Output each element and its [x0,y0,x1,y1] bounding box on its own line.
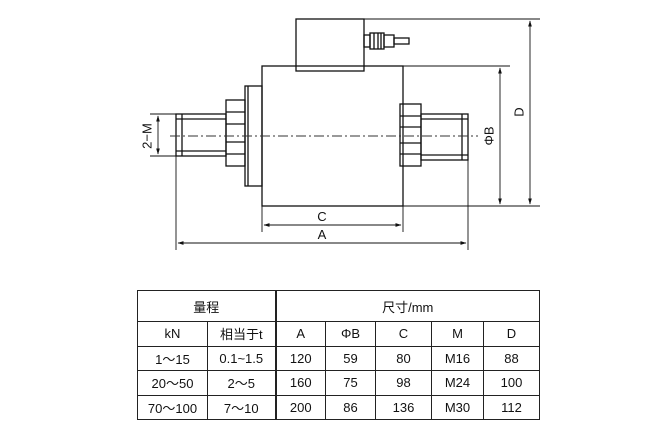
table-cell: 59 [325,345,376,371]
load-cell-drawing: 2−M ΦB D C A [139,18,540,250]
table-cell: 88 [483,345,540,371]
header-range: 量程 [137,290,276,322]
cable-connector [363,32,410,50]
dim-label-a: A [318,227,327,242]
table-cell: M24 [431,370,484,396]
table-cell: 70～100 [137,394,208,420]
junction-box [295,18,365,72]
table-cell: 0.1~1.5 [207,345,276,371]
dim-label-c: C [317,209,326,224]
left-nut [225,99,246,167]
table-cell: 80 [375,345,432,371]
table-column-header: kN 相当于t A ΦB C M D [137,321,540,347]
header-size: 尺寸/mm [274,290,540,322]
column-header: A [274,321,326,347]
table-cell: M16 [431,345,484,371]
table-cell: 160 [274,370,326,396]
table-cell: 20～50 [137,370,208,396]
table-cell: 7～10 [207,394,276,420]
sensor-body [175,18,469,207]
table-cell: 136 [375,394,432,420]
table-cell: M30 [431,394,484,420]
table-row: 20～50 2～5 160 75 98 M24 100 [137,370,540,396]
column-header: kN [137,321,208,347]
table-cell: 2～5 [207,370,276,396]
table-cell: 200 [274,394,326,420]
table-cell: 86 [325,394,376,420]
dim-label-m: 2−M [139,123,154,149]
column-header: D [483,321,540,347]
column-header: 相当于t [207,321,276,347]
left-stud [175,113,227,157]
right-stud [420,113,469,161]
table-cell: 112 [483,394,540,420]
spec-table: 量程 尺寸/mm kN 相当于t A ΦB C M D 1～15 0.1~1.5… [137,290,540,420]
table-cell: 75 [325,370,376,396]
table-cell: 98 [375,370,432,396]
column-header: M [431,321,484,347]
table-cell: 1～15 [137,345,208,371]
table-cell: 100 [483,370,540,396]
column-header: ΦB [325,321,376,347]
dim-label-d: D [511,107,526,116]
dim-label-b: ΦB [481,126,496,145]
table-row: 70～100 7～10 200 86 136 M30 112 [137,394,540,420]
table-group-header: 量程 尺寸/mm [137,290,540,322]
column-header: C [375,321,432,347]
table-cell: 120 [274,345,326,371]
table-row: 1～15 0.1~1.5 120 59 80 M16 88 [137,345,540,371]
